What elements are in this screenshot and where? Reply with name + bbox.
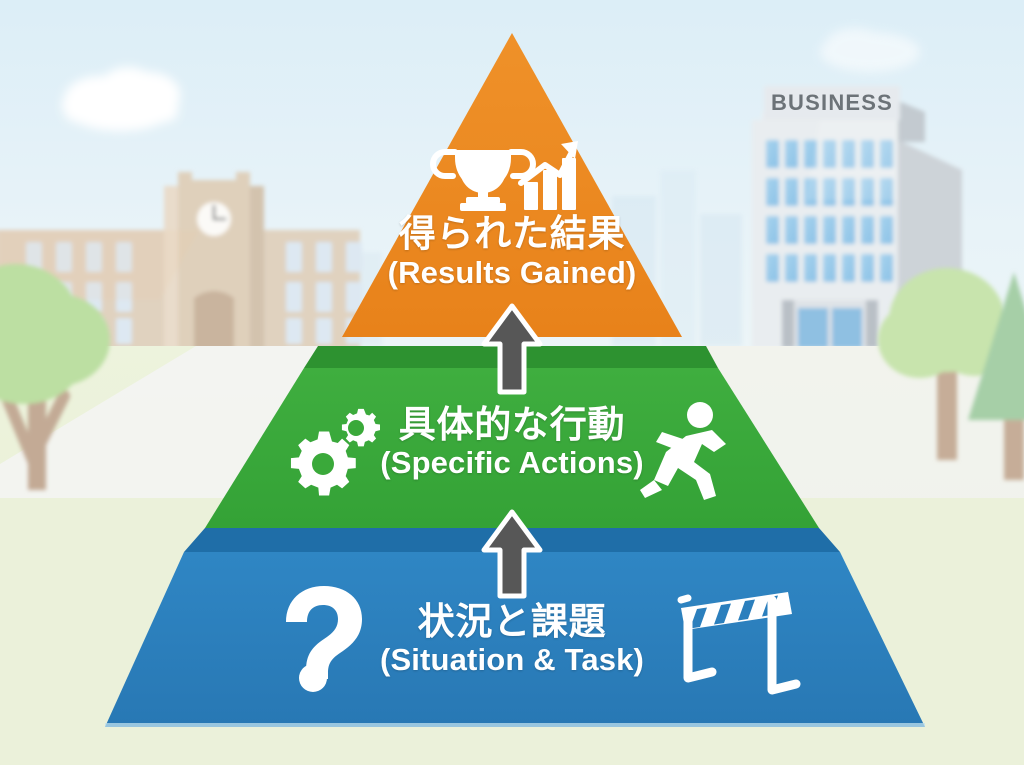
tier-results-gained[interactable] bbox=[342, 33, 682, 337]
gears-icon bbox=[290, 408, 380, 496]
business-building bbox=[752, 86, 962, 348]
tier-bottom-rim bbox=[105, 723, 925, 727]
barricade-icon bbox=[677, 592, 801, 695]
cloud-icon bbox=[62, 67, 180, 131]
running-person-icon bbox=[640, 402, 726, 500]
arrow-mid-to-top bbox=[481, 303, 543, 395]
growth-chart-icon bbox=[518, 141, 578, 210]
question-mark-icon bbox=[286, 586, 362, 692]
tier-top-triangle bbox=[342, 33, 682, 337]
arrow-bottom-to-mid bbox=[481, 509, 543, 599]
tree-right-pine bbox=[968, 272, 1024, 480]
trophy-icon bbox=[430, 149, 536, 211]
tier-mid-front bbox=[205, 368, 819, 528]
business-sign-text: BUSINESS bbox=[771, 90, 893, 115]
tree-right-round bbox=[878, 268, 1017, 460]
cloud-secondary-icon bbox=[820, 28, 920, 72]
tree-left bbox=[0, 264, 110, 490]
